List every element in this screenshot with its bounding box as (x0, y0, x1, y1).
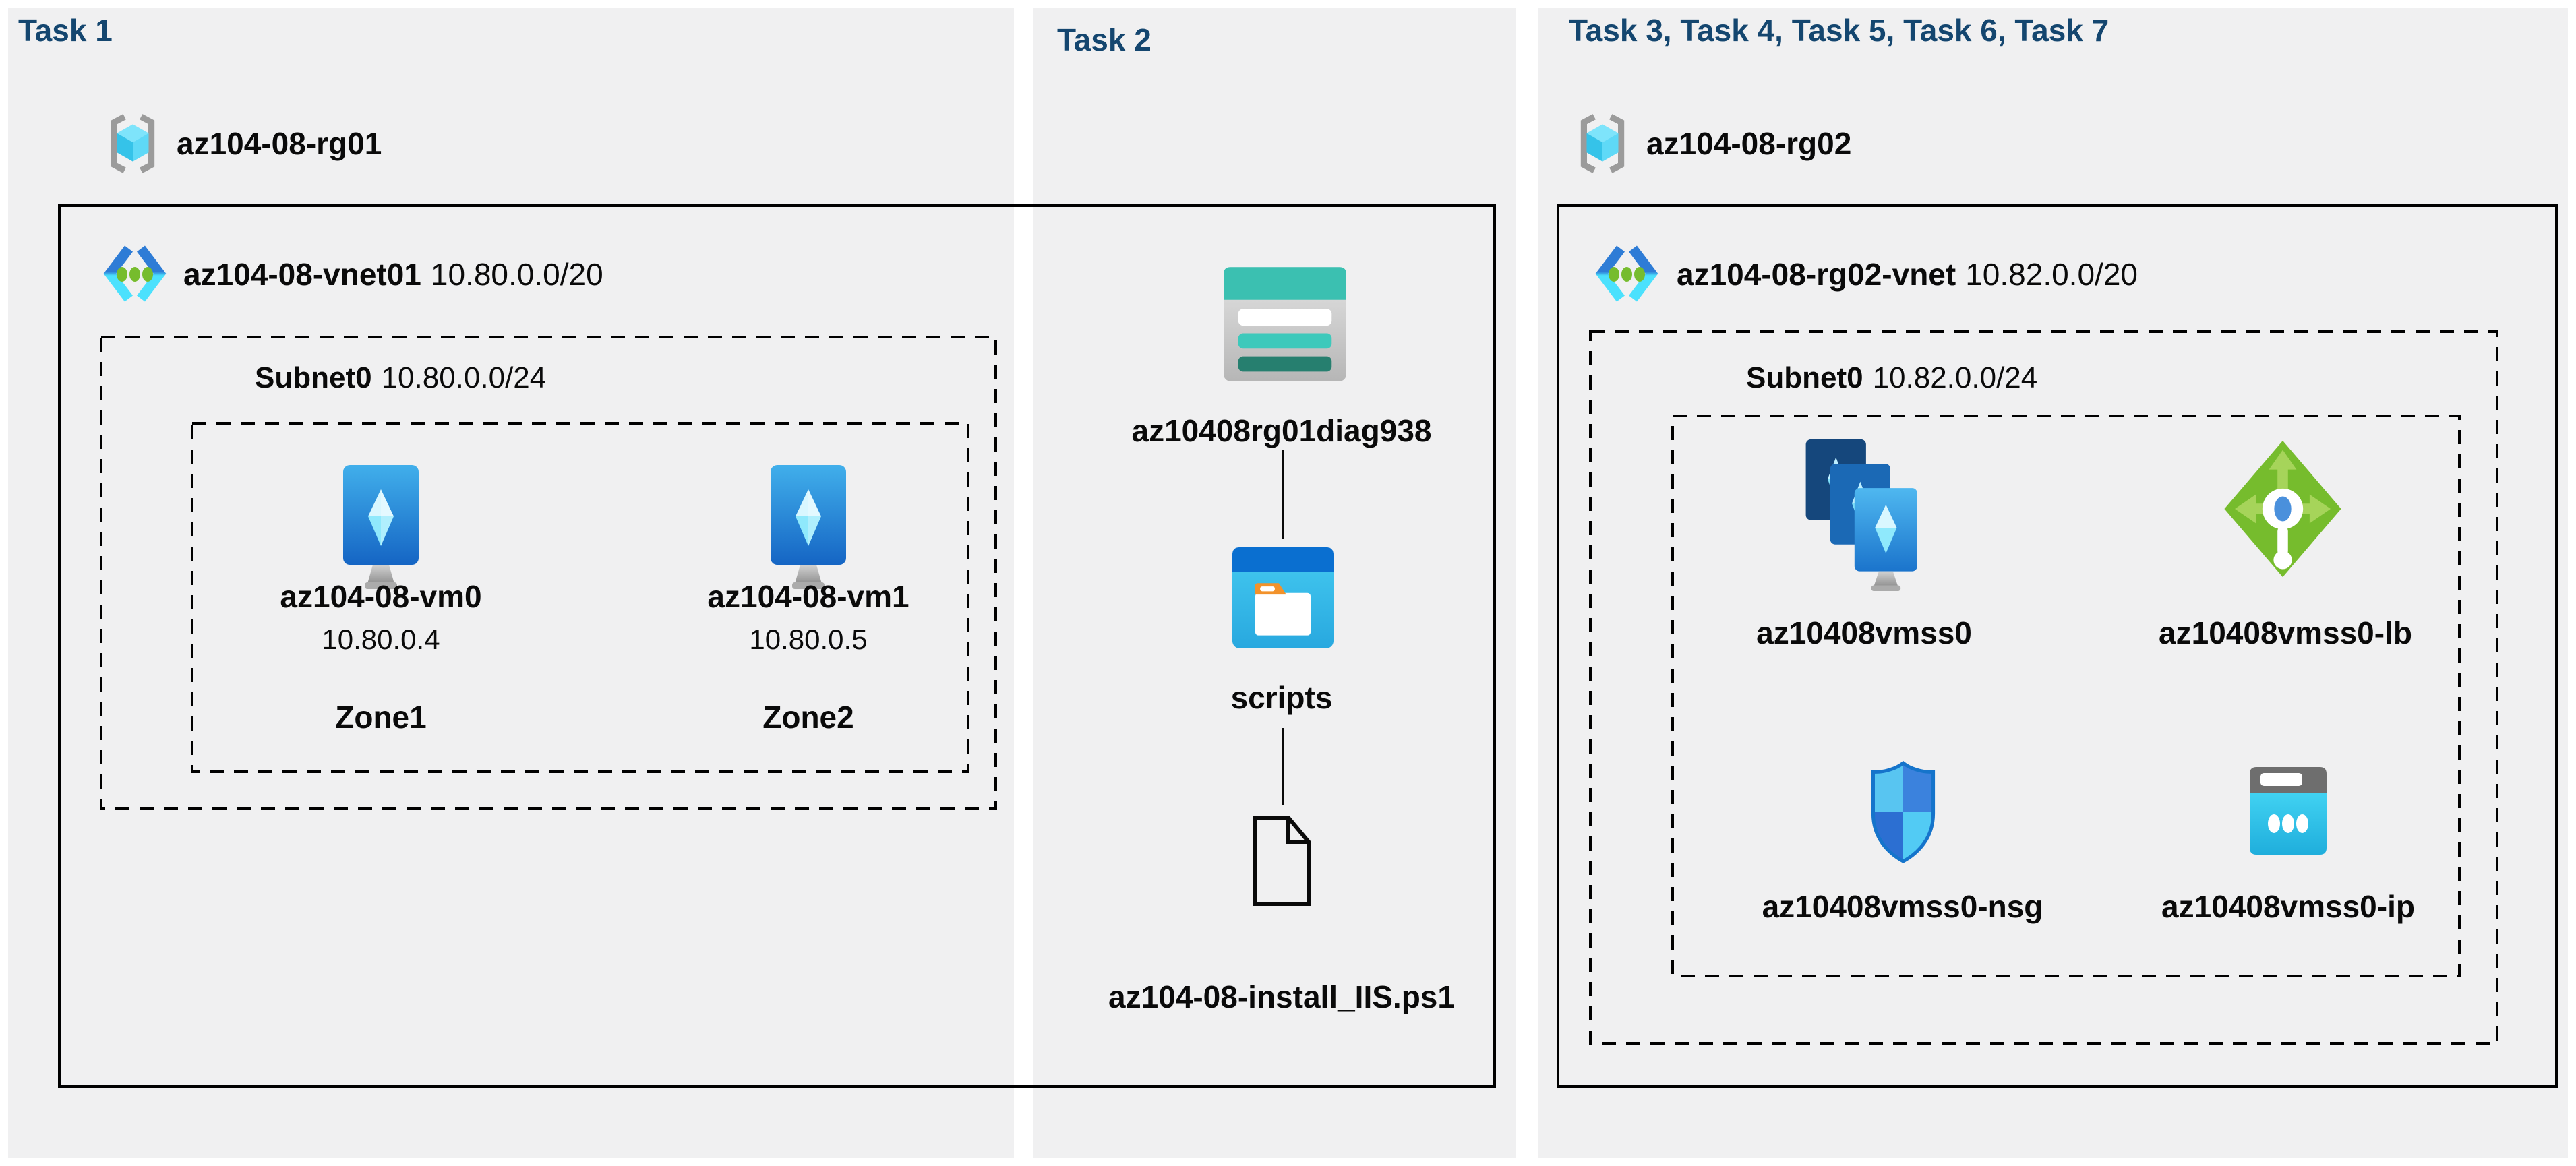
task1-header: Task 1 (18, 13, 113, 48)
script-file-name: az104-08-install_IIS.ps1 (1108, 979, 1455, 1014)
subnet-label: Subnet0 10.82.0.0/24 (1746, 361, 2037, 395)
vm0-ip: 10.80.0.4 (322, 623, 440, 655)
load-balancer-name: az10408vmss0-lb (2159, 615, 2412, 650)
nsg-name: az10408vmss0-nsg (1762, 889, 2043, 924)
vm1-zone: Zone2 (762, 700, 854, 735)
virtual-machine-icon (771, 465, 846, 589)
rg02-vnet-solid-box (1557, 204, 2558, 1088)
resource-group-name: az104-08-rg02 (1646, 126, 1852, 161)
virtual-machine-icon (343, 465, 419, 589)
virtual-network-icon (1595, 245, 1658, 302)
subnet0-dashed-box-rg01 (100, 336, 997, 810)
storage-account-icon (1224, 267, 1346, 381)
public-ip-icon (2250, 767, 2327, 855)
scripts-container-icon (1232, 547, 1334, 648)
subnet-name: Subnet0 (1746, 361, 1863, 394)
vmss-resources-dashed-box (1671, 415, 2461, 977)
task3-panel (1538, 8, 2568, 1158)
storage-account-name: az10408rg01diag938 (1131, 413, 1432, 448)
vnet-cidr: 10.82.0.0/20 (1965, 257, 2138, 292)
vnet-label: az104-08-vnet01 10.80.0.0/20 (183, 256, 603, 293)
vmss-name: az10408vmss0 (1756, 615, 1972, 650)
nsg-icon (1871, 760, 1936, 863)
subnet-cidr: 10.80.0.0/24 (381, 361, 547, 394)
vm1-ip: 10.80.0.5 (749, 623, 868, 655)
script-file-icon (1253, 816, 1311, 906)
task1-panel (8, 8, 1014, 1158)
vnet-label: az104-08-rg02-vnet 10.82.0.0/20 (1677, 256, 2138, 293)
task3-header: Task 3, Task 4, Task 5, Task 6, Task 7 (1569, 13, 2109, 48)
vm1-name: az104-08-vm1 (707, 579, 909, 614)
vm0-zone: Zone1 (335, 700, 427, 735)
task2-header: Task 2 (1057, 22, 1151, 57)
vnet01-solid-box (58, 204, 1496, 1088)
vnet-name: az104-08-rg02-vnet (1677, 257, 1956, 292)
vm0-name: az104-08-vm0 (280, 579, 482, 614)
resource-group-icon (111, 114, 155, 173)
public-ip-name: az10408vmss0-ip (2161, 889, 2415, 924)
subnet0-dashed-box-rg02 (1589, 330, 2498, 1045)
scripts-container-name: scripts (1230, 680, 1333, 715)
vnet-cidr: 10.80.0.0/20 (430, 257, 603, 292)
subnet-cidr: 10.82.0.0/24 (1872, 361, 2038, 394)
vm-zones-dashed-box (191, 422, 969, 773)
subnet-label: Subnet0 10.80.0.0/24 (255, 361, 546, 395)
vmss-icon (1805, 439, 1917, 592)
subnet-name: Subnet0 (255, 361, 372, 394)
resource-group-icon (1580, 114, 1625, 173)
resource-group-name: az104-08-rg01 (177, 126, 382, 161)
vnet-name: az104-08-vnet01 (183, 257, 421, 292)
load-balancer-icon (2224, 440, 2341, 578)
virtual-network-icon (103, 245, 167, 302)
